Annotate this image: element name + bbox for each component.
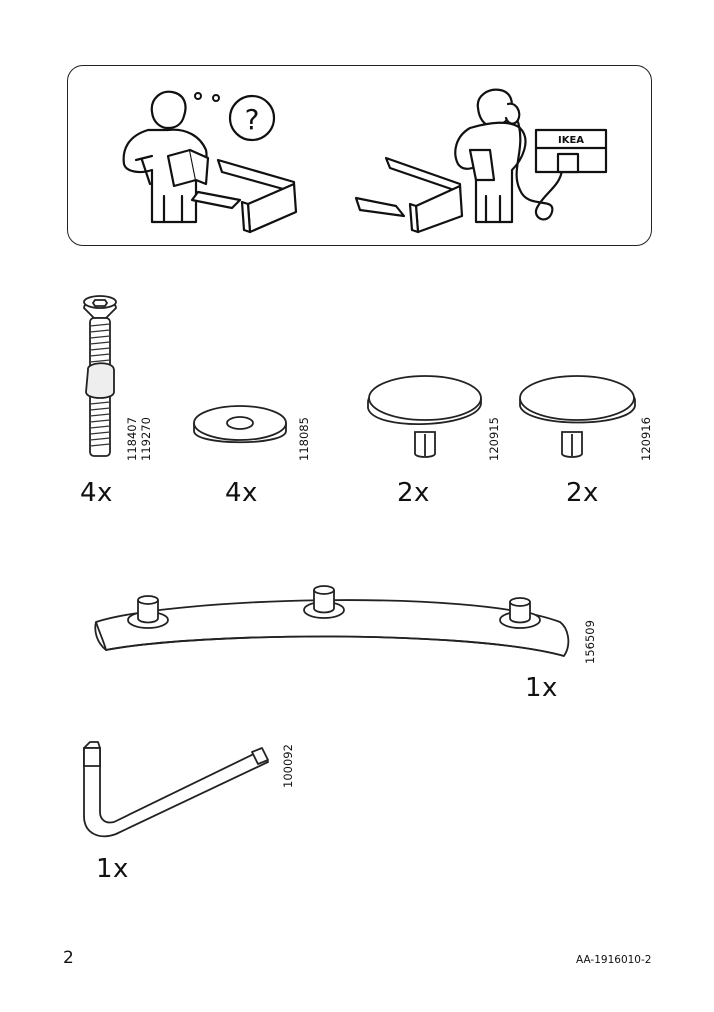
part-number: 118407 bbox=[125, 417, 139, 461]
svg-text:?: ? bbox=[245, 103, 260, 136]
washer-icon bbox=[193, 405, 287, 444]
quantity-label: 2x bbox=[397, 478, 430, 508]
quantity-label: 1x bbox=[525, 673, 558, 703]
quantity-label: 1x bbox=[96, 854, 129, 884]
confused-person-with-manual-icon: ? bbox=[122, 90, 298, 234]
part-number: 120915 bbox=[487, 417, 501, 461]
quantity-label: 4x bbox=[80, 478, 113, 508]
page-number: 2 bbox=[63, 948, 74, 968]
glide-foot-icon bbox=[519, 375, 636, 458]
part-number: 120916 bbox=[639, 417, 653, 461]
document-code: AA-1916010-2 bbox=[576, 954, 652, 966]
help-panel bbox=[67, 65, 652, 246]
store-sign: IKEA bbox=[558, 135, 584, 146]
curved-rail-icon bbox=[94, 585, 570, 657]
hex-key-icon bbox=[83, 741, 269, 838]
quantity-label: 4x bbox=[225, 478, 258, 508]
part-number: 119270 bbox=[139, 417, 153, 461]
part-number: 100092 bbox=[281, 744, 295, 788]
glide-foot-icon bbox=[367, 375, 482, 458]
part-number: 118085 bbox=[297, 417, 311, 461]
person-calling-ikea-icon: IKEA bbox=[354, 88, 608, 234]
quantity-label: 2x bbox=[566, 478, 599, 508]
part-number: 156509 bbox=[583, 620, 597, 664]
bolt-icon bbox=[83, 295, 117, 457]
